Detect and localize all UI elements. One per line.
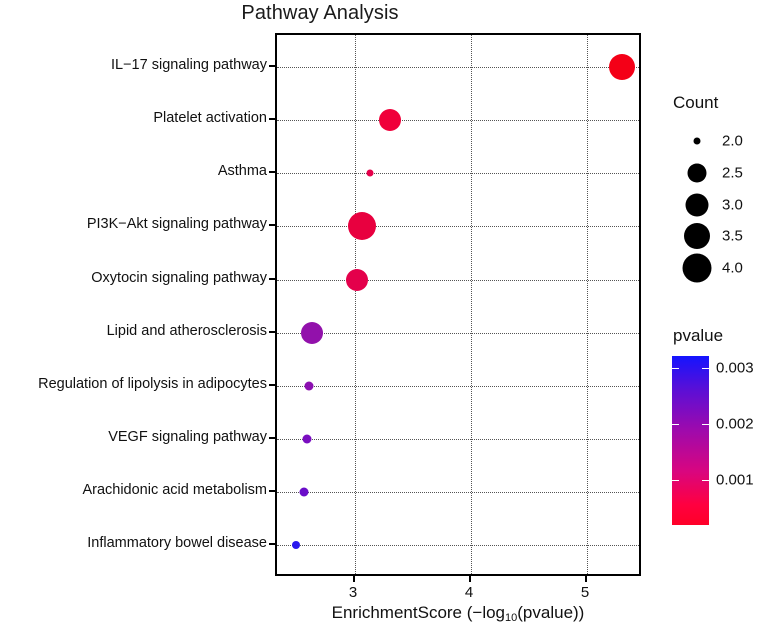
data-point xyxy=(378,109,401,132)
y-axis-tick xyxy=(269,277,275,280)
horizontal-gridline xyxy=(277,492,639,494)
y-axis-tick xyxy=(269,224,275,227)
horizontal-gridline xyxy=(277,332,639,334)
x-axis-title-prefix: EnrichmentScore (−log xyxy=(331,603,506,622)
color-legend-tick xyxy=(672,424,679,425)
chart-title: Pathway Analysis xyxy=(241,2,399,24)
y-axis-tick xyxy=(269,437,275,440)
size-legend-label: 2.5 xyxy=(722,164,743,182)
x-axis-title: EnrichmentScore (−log10(pvalue)) xyxy=(275,603,641,624)
data-point xyxy=(346,268,369,291)
color-legend-tick xyxy=(702,480,709,481)
horizontal-gridline xyxy=(277,279,639,281)
data-point xyxy=(291,541,300,550)
color-legend-tick xyxy=(702,368,709,369)
y-axis-label: VEGF signaling pathway xyxy=(108,429,267,446)
size-legend-label: 2.0 xyxy=(722,132,743,150)
horizontal-gridline xyxy=(277,545,639,547)
size-legend-key xyxy=(685,193,709,217)
color-legend-tick xyxy=(672,480,679,481)
y-axis-tick xyxy=(269,490,275,493)
size-legend-key xyxy=(693,137,701,145)
vertical-gridline xyxy=(587,35,588,574)
x-axis-tick xyxy=(585,576,587,582)
horizontal-gridline xyxy=(277,67,639,68)
horizontal-gridline xyxy=(277,173,639,175)
y-axis-label: Arachidonic acid metabolism xyxy=(82,482,267,499)
size-legend-label: 3.5 xyxy=(722,227,743,245)
plot-panel xyxy=(275,33,641,576)
y-axis-label: PI3K−Akt signaling pathway xyxy=(86,216,267,233)
vertical-gridline xyxy=(355,35,356,574)
color-legend-gradient-bar xyxy=(672,356,709,525)
y-axis-label: IL−17 signaling pathway xyxy=(111,57,267,73)
x-axis-tick-label: 5 xyxy=(580,584,590,601)
color-legend-title: pvalue xyxy=(673,326,724,345)
size-legend-label: 4.0 xyxy=(722,259,743,277)
horizontal-gridline xyxy=(277,439,639,441)
vertical-gridline xyxy=(471,35,472,574)
horizontal-gridline xyxy=(277,385,639,387)
y-axis-tick xyxy=(269,330,275,333)
x-axis-tick-label: 3 xyxy=(348,584,358,601)
color-legend-label: 0.003 xyxy=(716,359,754,377)
data-point xyxy=(608,54,635,80)
y-axis-label: Platelet activation xyxy=(153,110,267,127)
data-point xyxy=(347,212,376,241)
y-axis-tick xyxy=(269,543,275,546)
color-legend-label: 0.002 xyxy=(716,415,754,433)
data-point xyxy=(304,381,314,391)
y-axis-label: Oxytocin signaling pathway xyxy=(91,269,267,286)
y-axis-tick xyxy=(269,383,275,386)
y-axis-tick xyxy=(269,118,275,121)
horizontal-gridline xyxy=(277,120,639,122)
data-point xyxy=(302,434,312,444)
color-legend-label: 0.001 xyxy=(716,471,754,489)
x-axis-tick xyxy=(469,576,471,582)
color-legend-tick xyxy=(702,424,709,425)
size-legend-key xyxy=(682,253,712,283)
y-axis-label: Inflammatory bowel disease xyxy=(87,535,267,552)
x-axis-title-subscript: 10 xyxy=(505,612,518,624)
size-legend-key xyxy=(687,163,707,183)
x-axis-tick-label: 4 xyxy=(464,584,474,601)
horizontal-gridline xyxy=(277,226,639,228)
y-axis-tick xyxy=(269,65,275,67)
size-legend-title: Count xyxy=(673,93,719,112)
data-point xyxy=(299,487,309,497)
size-legend-key xyxy=(684,223,710,250)
y-axis-tick xyxy=(269,171,275,174)
size-legend-label: 3.0 xyxy=(722,196,743,214)
x-axis-title-suffix: (pvalue)) xyxy=(517,603,585,622)
y-axis-label: Lipid and atherosclerosis xyxy=(106,322,267,339)
x-axis-tick xyxy=(353,576,355,582)
data-point xyxy=(301,321,324,344)
color-legend-tick xyxy=(672,368,679,369)
y-axis-label: Regulation of lipolysis in adipocytes xyxy=(38,375,267,392)
data-point xyxy=(366,169,374,177)
y-axis-label: Asthma xyxy=(217,163,267,180)
